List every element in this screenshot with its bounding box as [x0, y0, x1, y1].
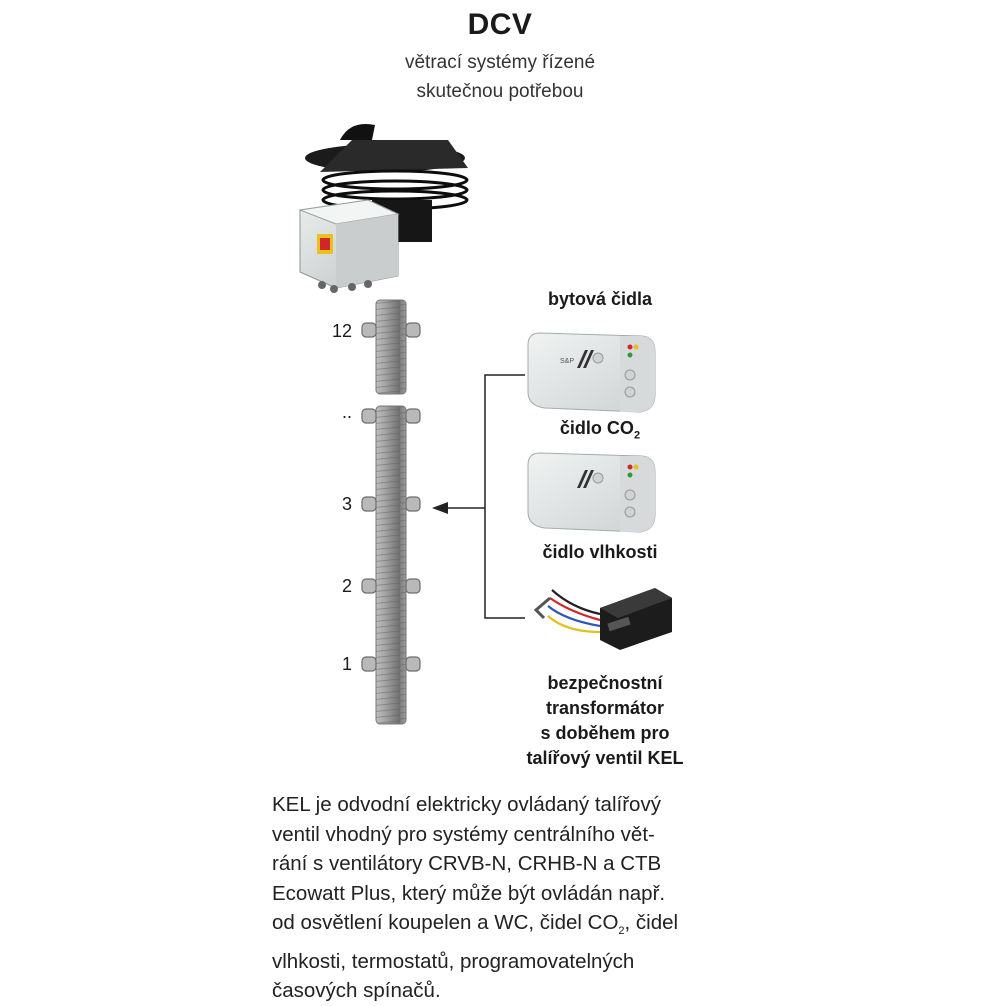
floor-label-3: 3 — [341, 494, 352, 514]
description-line-text: od osvětlení koupelen a WC, čidel CO — [272, 911, 619, 934]
control-box — [298, 199, 400, 293]
description-line: časových spínačů. — [272, 979, 441, 1003]
brand-mark-icon — [577, 350, 594, 368]
room-sensors-label: bytová čidla — [547, 289, 653, 309]
transformer-label-line: transformátor — [545, 698, 665, 718]
device-logo: S&P — [560, 358, 574, 365]
description-line: ventil vhodný pro systémy centrálního vě… — [272, 822, 655, 846]
description-line: vlhkosti, termostatů, programovatelných — [272, 949, 635, 973]
subtitle-line-2: skutečnou potřebou — [416, 81, 584, 102]
transformer-label-line: s doběhem pro — [540, 723, 670, 743]
co2-sensor: S&P — [527, 332, 656, 413]
co2-sensor-label: čidlo CO2 — [480, 418, 720, 442]
floor-label-ellipsis: .. — [341, 402, 352, 422]
safety-transformer — [533, 588, 672, 650]
page-title: DCV — [467, 8, 533, 41]
transformer-label-line: talířový ventil KEL — [526, 748, 684, 768]
transformer-label-line: bezpečnostní — [547, 673, 663, 693]
co2-subscript: 2 — [618, 925, 625, 938]
floor-label-12: 12 — [331, 321, 352, 341]
co2-label-subscript: 2 — [633, 429, 641, 442]
description-line: rání s ventilátory CRVB-N, CRHB-N a CTB — [272, 852, 662, 875]
signal-connection — [432, 374, 525, 619]
vertical-duct — [361, 299, 421, 725]
page-subtitle: větrací systémy řízené skutečnou potřebo… — [0, 48, 1000, 106]
main-switch-icon — [320, 238, 330, 250]
subtitle-line-1: větrací systémy řízené — [404, 52, 596, 73]
brand-mark-icon — [577, 470, 594, 488]
transformer-label: bezpečnostní transformátor s doběhem pro… — [470, 671, 740, 771]
description-line: od osvětlení koupelen a WC, čidel CO2, č… — [272, 908, 792, 947]
description-line: KEL je odvodní elektricky ovládaný talíř… — [272, 793, 661, 816]
floor-label-1: 1 — [341, 654, 352, 674]
humidity-sensor — [527, 452, 656, 533]
description-paragraph: KEL je odvodní elektricky ovládaný talíř… — [272, 790, 792, 1006]
co2-label-text: čidlo CO — [559, 418, 634, 438]
arrow-icon — [432, 502, 448, 514]
floor-label-2: 2 — [341, 576, 352, 596]
description-line: Ecowatt Plus, který může být ovládán nap… — [272, 881, 666, 905]
description-line-text: , čidel — [624, 911, 679, 934]
humidity-sensor-label: čidlo vlhkosti — [542, 542, 658, 562]
